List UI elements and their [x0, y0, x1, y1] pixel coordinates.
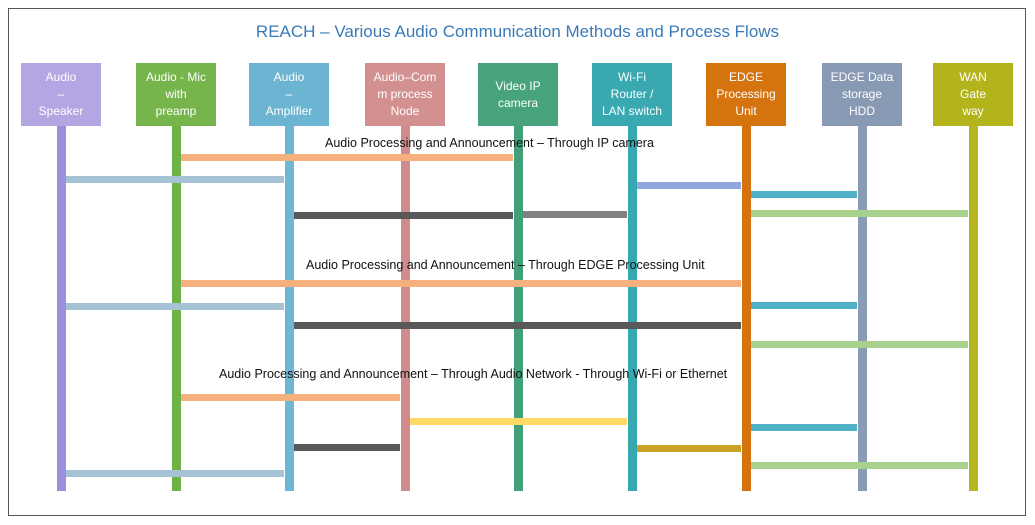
participant-comm-node: Audio–Com m process Node: [365, 63, 445, 126]
message-speaker-to-amplifier: [66, 469, 284, 477]
participant-label: EDGE Processing Unit: [716, 70, 776, 118]
section-label: Audio Processing and Announcement – Thro…: [219, 367, 728, 381]
participant-wifi-router: Wi-Fi Router / LAN switch: [592, 63, 672, 126]
message-edge-unit-to-wan-gateway: [751, 340, 968, 348]
message-edge-unit-to-edge-storage: [751, 190, 857, 198]
section-label: Audio Processing and Announcement – Thro…: [325, 136, 654, 150]
message-speaker-to-amplifier: [66, 175, 284, 183]
participant-label: EDGE Data storage HDD: [830, 70, 894, 118]
participant-label: WAN Gate way: [959, 70, 987, 118]
message-edge-unit-to-wan-gateway: [751, 461, 968, 469]
message-amplifier-to-edge-unit: [294, 321, 741, 329]
message-wifi-router-to-edge-unit: [637, 444, 741, 452]
lifeline-speaker: [56, 126, 66, 491]
message-edge-unit-to-edge-storage: [751, 301, 857, 309]
participant-label: Audio–Com m process Node: [373, 70, 437, 118]
participant-mic: Audio - Mic with preamp: [136, 63, 216, 126]
participant-label: Wi-Fi Router / LAN switch: [601, 70, 663, 118]
participant-edge-storage: EDGE Data storage HDD: [822, 63, 902, 126]
message-mic-to-edge-unit: [181, 279, 741, 287]
message-mic-to-comm-node: [181, 393, 400, 401]
message-mic-to-ip-camera: [181, 153, 513, 161]
participant-speaker: Audio – Speaker: [21, 63, 101, 126]
message-speaker-to-amplifier: [66, 302, 284, 310]
participant-label: Video IP camera: [495, 78, 541, 110]
lifeline-amplifier: [284, 126, 294, 491]
lifeline-wan-gateway: [968, 126, 978, 491]
participant-wan-gateway: WAN Gate way: [933, 63, 1013, 126]
message-amplifier-to-ip-camera: [294, 211, 513, 219]
lifeline-ip-camera: [513, 126, 523, 491]
participant-label: Audio – Speaker: [38, 70, 84, 118]
message-wifi-router-to-edge-unit: [637, 181, 741, 189]
section-label: Audio Processing and Announcement – Thro…: [306, 258, 705, 272]
lifeline-comm-node: [400, 126, 410, 491]
participant-label: Audio - Mic with preamp: [145, 70, 207, 118]
participant-amplifier: Audio – Amplifier: [249, 63, 329, 126]
diagram-frame: [8, 8, 1026, 516]
lifeline-edge-unit: [741, 126, 751, 491]
message-amplifier-to-comm-node: [294, 443, 400, 451]
lifeline-wifi-router: [627, 126, 637, 491]
message-comm-node-to-wifi-router: [410, 417, 627, 425]
message-edge-unit-to-edge-storage: [751, 423, 857, 431]
participant-edge-unit: EDGE Processing Unit: [706, 63, 786, 126]
message-ip-camera-to-wifi-router: [523, 210, 627, 218]
message-edge-unit-to-wan-gateway: [751, 209, 968, 217]
participant-label: Audio – Amplifier: [265, 70, 313, 118]
lifeline-edge-storage: [857, 126, 867, 491]
participant-ip-camera: Video IP camera: [478, 63, 558, 126]
diagram-title: REACH – Various Audio Communication Meth…: [255, 22, 780, 41]
